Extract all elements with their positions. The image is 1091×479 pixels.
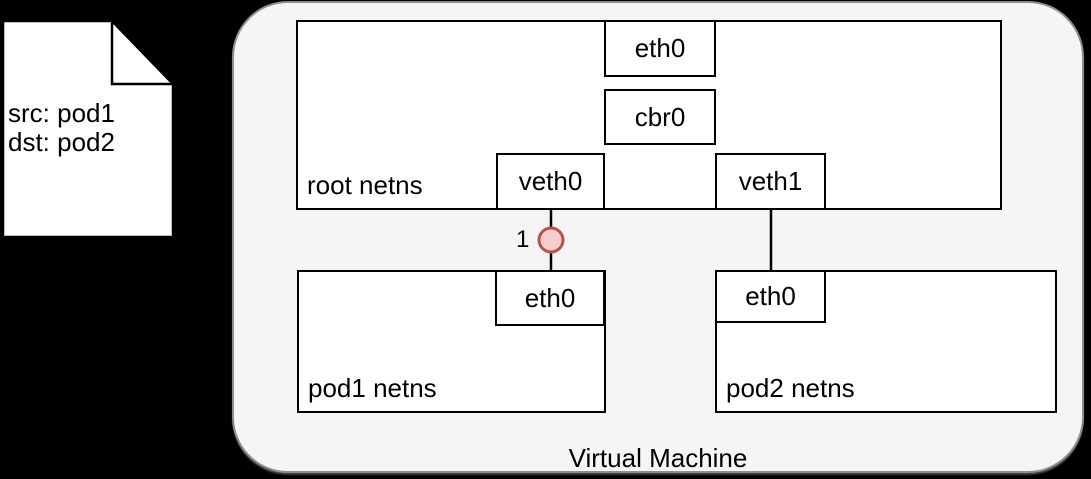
- veth1-label: veth1: [738, 166, 803, 196]
- veth0-box: veth0: [496, 153, 605, 210]
- pod2-eth0-label: eth0: [745, 281, 796, 311]
- virtual-machine-label: Virtual Machine: [568, 443, 748, 473]
- root-eth0-label: eth0: [634, 33, 686, 63]
- root-netns-label: root netns: [307, 170, 423, 200]
- step1-marker-label: 1: [516, 226, 530, 253]
- packet-dst-text: dst: pod2: [8, 127, 115, 157]
- veth0-label: veth0: [518, 166, 583, 196]
- packet-note: [1, 17, 176, 239]
- pod1-eth0-label: eth0: [524, 282, 576, 313]
- packet-src-text: src: pod1: [8, 98, 115, 128]
- packet-note-text: src: pod1 dst: pod2: [8, 99, 115, 157]
- pod1-eth0-box: eth0: [495, 270, 605, 326]
- pod2-eth0-box: eth0: [715, 270, 826, 323]
- root-eth0-box: eth0: [604, 20, 716, 77]
- note-folded-corner: [110, 17, 176, 86]
- veth1-box: veth1: [715, 153, 826, 210]
- cbr0-label: cbr0: [634, 101, 686, 132]
- pod2-netns-label: pod2 netns: [726, 373, 855, 403]
- cbr0-box: cbr0: [604, 89, 716, 145]
- pod1-netns-label: pod1 netns: [308, 373, 437, 403]
